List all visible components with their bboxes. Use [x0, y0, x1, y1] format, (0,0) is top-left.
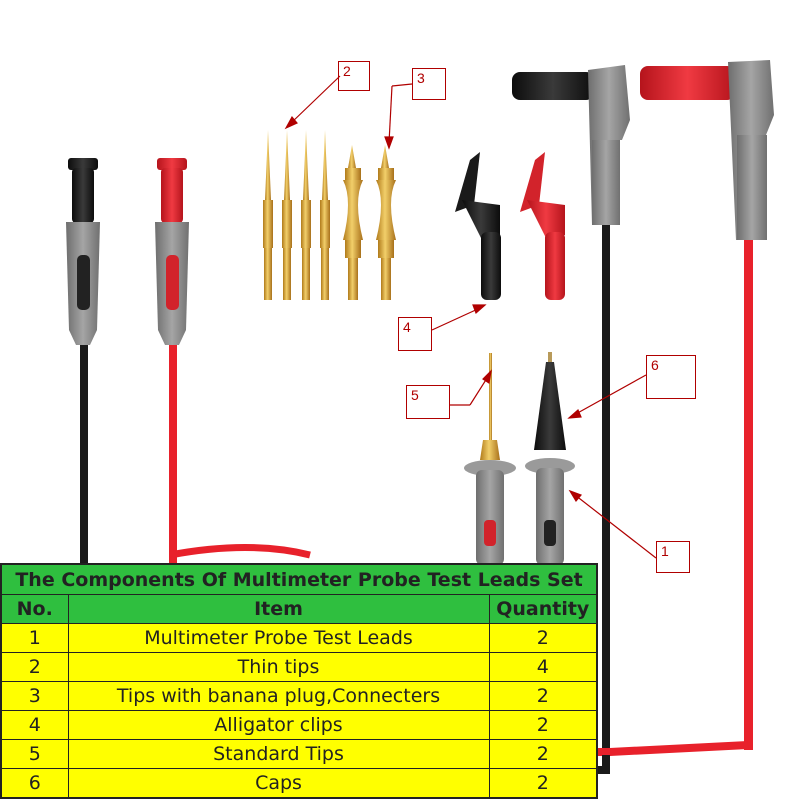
- cell-no: 1: [0, 623, 69, 653]
- cell-quantity: 2: [488, 623, 598, 653]
- header-quantity: Quantity: [488, 594, 598, 624]
- table-row: 1 Multimeter Probe Test Leads 2: [0, 623, 598, 653]
- cell-quantity: 2: [488, 768, 598, 799]
- cell-item: Tips with banana plug,Connecters: [67, 681, 490, 711]
- table-header-row: No. Item Quantity: [0, 594, 598, 624]
- callout-number: 4: [403, 319, 411, 335]
- cell-item: Alligator clips: [67, 710, 490, 740]
- callout-box-4: 4: [398, 317, 432, 351]
- cell-no: 3: [0, 681, 69, 711]
- cell-quantity: 2: [488, 710, 598, 740]
- header-item: Item: [67, 594, 490, 624]
- cell-item: Standard Tips: [67, 739, 490, 769]
- cell-item: Multimeter Probe Test Leads: [67, 623, 490, 653]
- cell-quantity: 2: [488, 739, 598, 769]
- callout-number: 3: [417, 70, 425, 86]
- callout-box-2: 2: [338, 61, 370, 91]
- cap-probe: [525, 352, 575, 565]
- standard-tip-probe: [464, 353, 516, 565]
- red-banana-plug-lead: [155, 158, 189, 565]
- header-no: No.: [0, 594, 69, 624]
- table-row: 6 Caps 2: [0, 768, 598, 799]
- table-row: 4 Alligator clips 2: [0, 710, 598, 740]
- black-right-angle-plug-lead: [512, 65, 630, 755]
- callout-number: 1: [661, 543, 669, 559]
- thin-tips: [263, 130, 330, 300]
- cell-no: 2: [0, 652, 69, 682]
- table-title-row: The Components Of Multimeter Probe Test …: [0, 563, 598, 595]
- cell-no: 4: [0, 710, 69, 740]
- callout-number: 2: [343, 63, 351, 79]
- callout-box-3: 3: [412, 68, 446, 100]
- black-cable-loop: [596, 755, 610, 774]
- black-alligator-clip: [455, 152, 501, 300]
- cell-no: 6: [0, 768, 69, 799]
- cell-quantity: 2: [488, 681, 598, 711]
- callout-number: 5: [411, 387, 419, 403]
- callout-number: 6: [651, 357, 659, 373]
- callout-box-6: 6: [646, 355, 696, 399]
- cell-item: Thin tips: [67, 652, 490, 682]
- red-cable-loop: [596, 741, 749, 756]
- table-title: The Components Of Multimeter Probe Test …: [0, 563, 598, 595]
- components-table: The Components Of Multimeter Probe Test …: [0, 563, 599, 799]
- cell-no: 5: [0, 739, 69, 769]
- cell-item: Caps: [67, 768, 490, 799]
- cell-quantity: 4: [488, 652, 598, 682]
- callout-arrows: [284, 75, 657, 559]
- red-alligator-clip: [520, 152, 565, 300]
- callout-box-5: 5: [406, 385, 450, 419]
- table-row: 5 Standard Tips 2: [0, 739, 598, 769]
- black-banana-plug-lead: [66, 158, 100, 565]
- table-row: 2 Thin tips 4: [0, 652, 598, 682]
- banana-plug-tips: [343, 145, 396, 300]
- callout-box-1: 1: [656, 541, 690, 573]
- table-row: 3 Tips with banana plug,Connecters 2: [0, 681, 598, 711]
- red-right-angle-plug-lead: [640, 60, 774, 750]
